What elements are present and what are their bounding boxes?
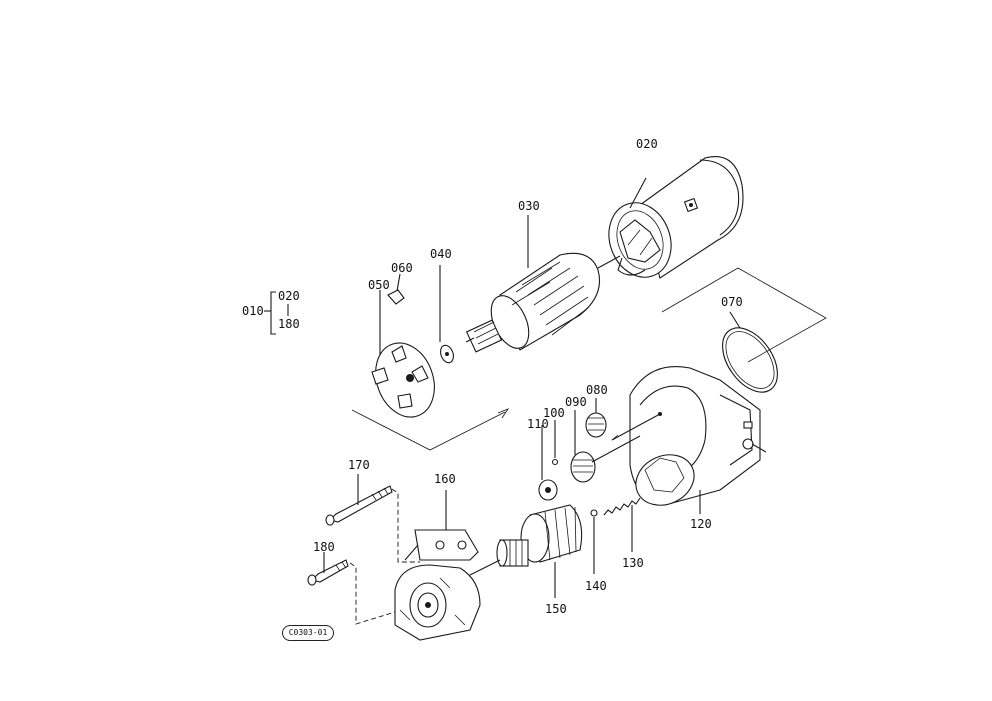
part-180-screw <box>307 552 396 625</box>
label-140: 140 <box>585 579 607 593</box>
label-180: 180 <box>313 540 335 554</box>
part-080-idler-gear <box>585 398 607 438</box>
label-050: 050 <box>368 278 390 292</box>
assembly-guide-line <box>351 409 506 451</box>
label-130: 130 <box>622 556 644 570</box>
assembly-guide-arrow <box>497 408 510 419</box>
yoke-guide-line <box>661 267 827 363</box>
label-070: 070 <box>721 295 743 309</box>
part-130-spring <box>603 497 641 552</box>
part-120-housing <box>611 366 767 514</box>
label-150: 150 <box>545 602 567 616</box>
label-170: 170 <box>348 458 370 472</box>
part-050-brush-holder <box>371 290 435 418</box>
label-160: 160 <box>434 472 456 486</box>
part-010-assembly-bracket <box>264 291 289 335</box>
label-040: 040 <box>430 247 452 261</box>
part-140-steel-ball <box>590 509 598 574</box>
label-110: 110 <box>527 417 549 431</box>
label-030: 030 <box>518 199 540 213</box>
label-020: 020 <box>636 137 658 151</box>
label-060: 060 <box>391 261 413 275</box>
part-020-yoke <box>608 156 744 279</box>
part-070-o-ring <box>722 311 778 393</box>
part-090-gear <box>570 410 641 483</box>
part-100-ball <box>551 420 559 466</box>
part-170-through-bolt <box>325 474 420 563</box>
label-100: 100 <box>543 406 565 420</box>
part-160-drive-end-frame <box>394 490 481 641</box>
label-090: 090 <box>565 395 587 409</box>
label-080: 080 <box>586 383 608 397</box>
label-010: 010 <box>242 304 264 318</box>
shaft-line <box>611 434 619 441</box>
part-030-armature <box>465 215 621 353</box>
figure-code-badge: C0303-01 <box>282 625 334 641</box>
label-020-range-start: 020 <box>278 289 300 303</box>
part-150-pinion-clutch <box>469 504 583 598</box>
label-180-range-end: 180 <box>278 317 300 331</box>
part-060-screw <box>387 273 405 305</box>
part-110-bearing <box>538 425 558 501</box>
label-120: 120 <box>690 517 712 531</box>
part-040-washer <box>439 265 454 364</box>
